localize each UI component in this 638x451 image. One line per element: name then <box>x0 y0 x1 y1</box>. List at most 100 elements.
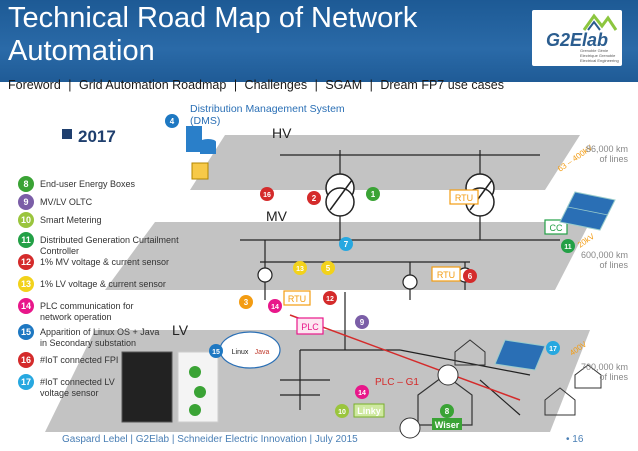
svg-text:16: 16 <box>263 192 271 199</box>
lv-km-line-2: of lines <box>599 372 628 382</box>
nav-separator: | <box>314 78 318 92</box>
java-label: Java <box>255 349 270 356</box>
marker-15: 15 <box>209 344 223 358</box>
lv-level-label: LV <box>172 322 189 338</box>
nav-challenges[interactable]: Challenges <box>244 78 308 92</box>
marker-12: 12 <box>323 291 337 305</box>
legend-text: Smart Metering <box>40 215 102 225</box>
marker-17: 17 <box>546 341 560 355</box>
marker-16: 16 <box>260 187 274 201</box>
svg-text:6: 6 <box>468 272 473 281</box>
rtu-label: RTU <box>455 193 473 203</box>
page-title: Technical Road Map of Network Automation <box>8 2 417 68</box>
legend-number-badge: 9 <box>18 194 34 210</box>
legend-number-badge: 8 <box>18 176 34 192</box>
dms-label: Distribution Management System (DMS) <box>190 103 345 127</box>
mv-km-label: 600,000 km of lines <box>566 250 628 270</box>
svg-text:5: 5 <box>326 264 331 273</box>
wiser-box <box>432 418 462 430</box>
nav-sgam[interactable]: SGAM <box>325 78 363 92</box>
lv-km-label: 700,000 km of lines <box>566 362 628 382</box>
svg-text:14: 14 <box>271 304 279 311</box>
logo-subtitle: Grenoble Génie Electrique Grenoble Elect… <box>580 48 619 63</box>
legend-number-badge: 11 <box>18 232 34 248</box>
g2elab-logo: G2Elab Grenoble Génie Electrique Grenobl… <box>532 10 622 66</box>
marker-6: 6 <box>463 269 477 283</box>
year-bullet-icon <box>62 129 72 139</box>
marker-11: 11 <box>561 239 575 253</box>
marker-10: 10 <box>335 404 349 418</box>
plc-label: PLC <box>301 322 319 332</box>
hv-km-label: 86,000 km of lines <box>566 144 628 164</box>
mv-level-label: MV <box>266 208 287 224</box>
linux-java-cloud-icon <box>219 331 281 369</box>
legend-number-badge: 17 <box>18 374 34 390</box>
marker-7: 7 <box>339 237 353 251</box>
plc-box <box>296 317 324 335</box>
legend-number-badge: 10 <box>18 212 34 228</box>
plc-g1-label: PLC – G1 <box>375 377 419 388</box>
logo-mark-icon <box>582 13 618 31</box>
title-line-1: Technical Road Map of Network <box>8 2 418 34</box>
meter-icon <box>437 364 459 386</box>
nav-foreword[interactable]: Foreword <box>8 78 61 92</box>
title-line-2: Automation <box>8 35 155 67</box>
rtu-box <box>431 266 461 282</box>
hv-km-line-1: 86,000 km <box>585 144 628 154</box>
nav-separator: | <box>233 78 238 92</box>
legend-text: Distributed Generation Curtailment Contr… <box>40 235 179 256</box>
legend-text: #IoT connected LV <box>40 377 115 387</box>
legend-text: End-user Energy Boxes <box>40 179 136 189</box>
cc-box <box>544 219 568 235</box>
hv-km-line-2: of lines <box>599 154 628 164</box>
marker-1: 1 <box>366 187 380 201</box>
dms-label-line-1: Distribution Management System <box>190 103 345 115</box>
marker-13: 13 <box>293 261 307 275</box>
linux-label: Linux <box>232 349 249 356</box>
nav-roadmap[interactable]: Grid Automation Roadmap <box>79 78 227 92</box>
hv-level-label: HV <box>272 125 292 141</box>
solar-panel-icon <box>494 339 546 371</box>
svg-text:9: 9 <box>360 318 365 327</box>
cc-label: CC <box>550 223 563 233</box>
marker-2: 2 <box>307 191 321 205</box>
svg-text:11: 11 <box>564 244 572 251</box>
legend-number-badge: 14 <box>18 298 34 314</box>
rtu-box <box>449 189 479 205</box>
mv-km-line-1: 600,000 km <box>580 250 628 260</box>
meter-icon <box>399 417 421 439</box>
svg-text:10: 10 <box>338 409 346 416</box>
wiser-label: Wiser <box>435 420 460 430</box>
house-icon <box>544 387 576 416</box>
marker-3: 3 <box>239 295 253 309</box>
year-label: 2017 <box>78 127 116 146</box>
legend-text: 1% MV voltage & current sensor <box>40 257 170 267</box>
title-banner: Technical Road Map of Network Automation… <box>0 0 638 82</box>
legend-text-line-2: voltage sensor <box>40 388 99 398</box>
svg-text:17: 17 <box>549 346 557 353</box>
marker-4: 4 <box>165 114 179 128</box>
legend-number-badge: 16 <box>18 352 34 368</box>
house-icon <box>454 339 486 366</box>
rtu-box <box>283 290 311 306</box>
plc-link-line <box>289 314 521 401</box>
linky-label: Linky <box>357 406 381 416</box>
house-icon <box>574 364 602 389</box>
linky-box <box>353 403 385 418</box>
lv-km-line-1: 700,000 km <box>580 362 628 372</box>
solar-panel-icon <box>559 191 616 231</box>
dms-server-icon <box>186 126 216 180</box>
svg-text:15: 15 <box>212 349 220 356</box>
svg-text:4: 4 <box>170 117 175 126</box>
svg-text:14: 14 <box>358 390 366 397</box>
section-nav: Foreword | Grid Automation Roadmap | Cha… <box>8 78 508 92</box>
nav-separator: | <box>68 78 72 92</box>
rtu-label: RTU <box>288 294 306 304</box>
nav-dream[interactable]: Dream FP7 use cases <box>380 78 505 92</box>
nav-separator: | <box>369 78 373 92</box>
device-photo <box>121 351 173 423</box>
legend-text: Apparition of Linux OS + Java <box>40 327 160 337</box>
legend-number-badge: 13 <box>18 276 34 292</box>
svg-text:12: 12 <box>326 296 334 303</box>
marker-5: 5 <box>321 261 335 275</box>
